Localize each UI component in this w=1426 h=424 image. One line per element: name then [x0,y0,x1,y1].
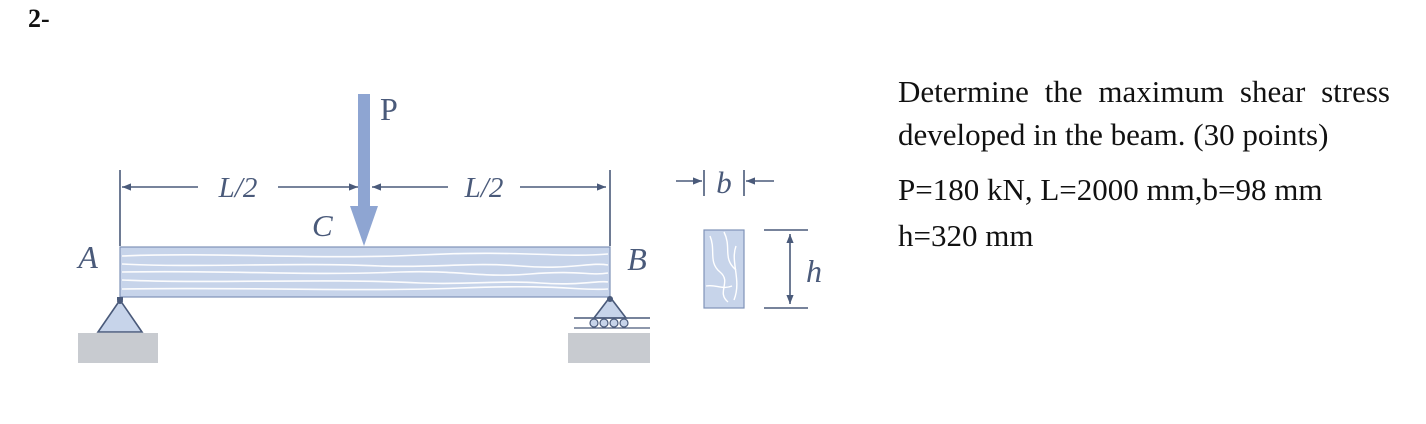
load-label: P [380,91,398,127]
span-right-label: L/2 [464,172,504,204]
problem-text: Determine the maximum shear stress devel… [898,70,1390,259]
cross-section [703,229,745,309]
support-b-label: B [627,241,647,277]
dimension-lines [119,170,611,246]
load-arrow [350,94,378,246]
beam [119,246,611,298]
question-number: 2- [28,4,50,33]
support-a-label: A [76,239,98,275]
point-c-label: C [312,208,333,243]
height-label: h [806,253,822,289]
height-dimension [764,229,808,309]
parameters-line-1: P=180 kN, L=2000 mm,b=98 mm [898,172,1323,207]
parameters-line-2: h=320 mm [898,218,1034,253]
width-label: b [716,165,732,200]
width-dimension [676,170,774,196]
problem-statement: Determine the maximum shear stress devel… [898,74,1390,152]
problem-parameters: P=180 kN, L=2000 mm,b=98 mm h=320 mm [898,167,1390,259]
roller-support-b [568,295,650,363]
span-left-label: L/2 [218,172,258,204]
pin-support-a [78,297,158,363]
